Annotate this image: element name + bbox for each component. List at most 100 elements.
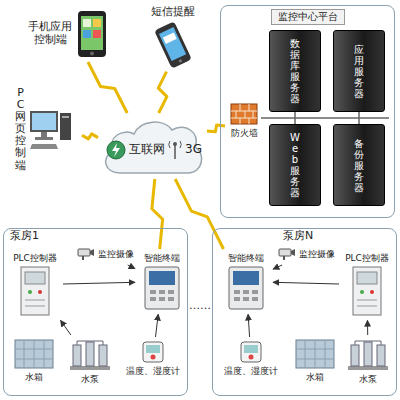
decor-shape	[150, 297, 156, 301]
decor-shape	[370, 290, 374, 294]
thermo-icon	[142, 341, 164, 363]
decor-shape	[353, 267, 381, 315]
phone-client: 手机应用控制端	[18, 8, 115, 60]
signal-arrow	[367, 320, 368, 335]
decor-shape	[69, 339, 111, 371]
node-label: 泵房1	[10, 230, 39, 243]
decor-shape	[249, 355, 254, 360]
node-label: 温度、湿度计	[126, 366, 180, 376]
decor-shape	[78, 249, 90, 256]
wireless-link	[158, 72, 167, 113]
signal-arrow	[273, 265, 282, 269]
decor-shape	[41, 132, 47, 137]
decor-shape	[159, 297, 165, 301]
decor-shape	[25, 272, 45, 284]
wireless-link	[88, 62, 127, 113]
firewall: 防火墙	[227, 101, 261, 140]
decor-shape	[145, 267, 179, 309]
wireless-link	[175, 179, 223, 249]
decor-shape	[159, 290, 165, 294]
antenna-icon	[168, 140, 182, 160]
camera: 监控摄像	[74, 245, 136, 263]
decor-shape	[35, 137, 53, 140]
decor-shape	[241, 342, 261, 362]
decor-shape	[83, 19, 91, 27]
pump-icon	[69, 339, 111, 371]
pump-room-panel: 泵房1PLC控制器监控摄像智能终端水箱水泵温度、湿度计	[3, 228, 188, 396]
node-label: PLC控制器	[345, 253, 389, 263]
signal-arrow	[273, 282, 339, 284]
decor-shape	[93, 30, 101, 38]
decor-shape	[15, 340, 53, 368]
decor-shape	[82, 256, 84, 260]
node-label: 智能终端	[228, 253, 264, 263]
server-rack: Web服务器	[269, 124, 321, 206]
decor-shape	[83, 30, 91, 38]
decor-shape	[25, 300, 45, 301]
decor-shape	[15, 340, 53, 368]
decor-shape	[93, 19, 101, 27]
server-rack: 应用服务器	[333, 30, 385, 112]
decor-shape	[21, 267, 49, 315]
decor-shape	[234, 290, 240, 294]
decor-shape	[28, 290, 32, 294]
decor-shape	[78, 11, 106, 57]
camera: 监控摄像	[275, 245, 337, 263]
decor-shape	[360, 290, 364, 294]
node-label: 泵房N	[283, 230, 313, 243]
decor-shape	[231, 104, 257, 124]
water-pump: 水泵	[64, 337, 116, 386]
cloudic-icon	[106, 140, 126, 160]
water-tank: 水箱	[9, 337, 59, 384]
decor-shape	[168, 297, 174, 301]
decor-shape	[151, 355, 156, 360]
decor-shape	[107, 141, 125, 159]
pc-client: PC网页控制端	[8, 85, 80, 174]
decor-shape	[159, 27, 186, 61]
decor-shape	[81, 16, 103, 50]
smart-terminal: 智能终端	[221, 251, 271, 312]
decor-shape	[149, 271, 175, 285]
pump-icon	[347, 339, 389, 371]
decor-shape	[252, 297, 258, 301]
node-label: 监控摄像	[98, 249, 134, 259]
decor-shape	[14, 339, 54, 369]
server-rack: 数据库服务器	[269, 30, 321, 112]
node-label: 温度、湿度计	[224, 366, 278, 376]
decor-shape	[357, 272, 377, 284]
decor-shape	[351, 342, 385, 366]
decor-shape	[20, 266, 50, 316]
decor-shape	[244, 345, 258, 353]
decor-shape	[168, 140, 182, 160]
hygrometer: 温度、湿度计	[120, 339, 186, 378]
thermo-icon	[240, 341, 262, 363]
decor-shape	[348, 366, 388, 370]
decor-shape	[234, 297, 240, 301]
decor-shape	[168, 290, 174, 294]
decor-shape	[70, 366, 110, 370]
signal-arrow	[61, 320, 71, 335]
decor-shape	[174, 145, 176, 159]
decor-shape	[296, 340, 334, 368]
node-label: 短信提醒	[151, 6, 195, 19]
decor-shape	[143, 342, 163, 362]
plc-controller: PLC控制器	[9, 251, 61, 318]
wireless-link	[82, 134, 98, 139]
decor-shape	[146, 345, 160, 353]
signal-arrow	[63, 282, 135, 284]
ellipsis-label: ……	[188, 300, 212, 313]
decor-shape	[73, 342, 107, 366]
decor-shape	[86, 342, 94, 366]
decor-shape	[142, 341, 164, 363]
terminal-icon	[228, 266, 264, 310]
decor-shape	[377, 345, 385, 366]
decor-shape	[150, 290, 174, 301]
decor-shape	[230, 103, 258, 125]
decor-shape	[62, 116, 69, 118]
pc-icon	[29, 107, 73, 151]
decor-shape	[347, 339, 389, 371]
decor-shape	[283, 256, 285, 260]
signal-arrow	[248, 314, 250, 337]
camera-icon	[77, 247, 95, 261]
